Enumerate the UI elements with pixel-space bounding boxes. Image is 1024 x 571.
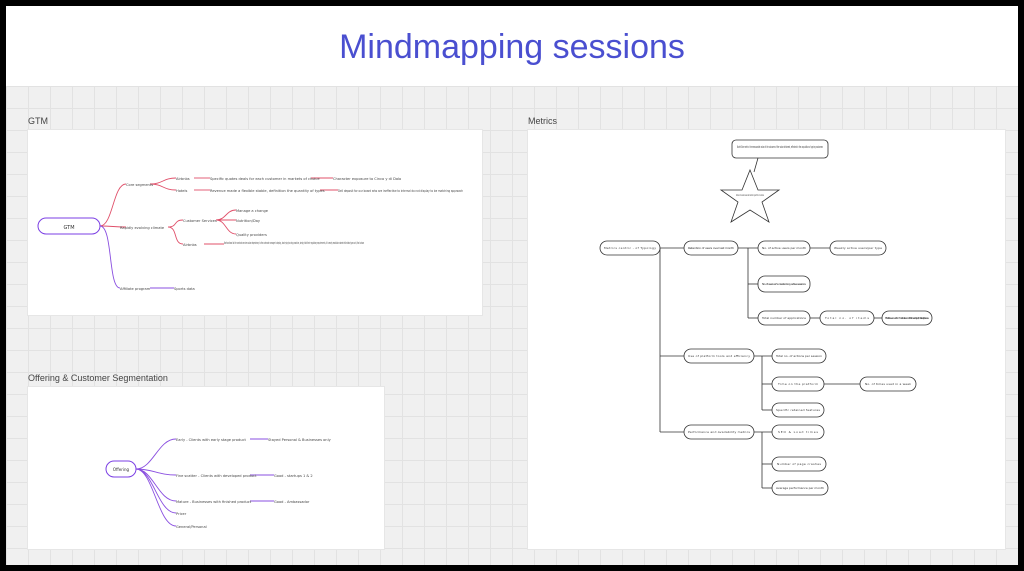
star-label: Number of successful weeks with authenti… xyxy=(736,193,764,197)
flow-node-label: Retention of users over last month xyxy=(688,246,734,250)
flow-node-label: No. of users who created any active sess… xyxy=(762,282,806,286)
connector xyxy=(99,225,127,228)
node-label: Customer Services xyxy=(183,219,217,223)
connector xyxy=(215,219,237,235)
root-node[interactable] xyxy=(105,460,137,478)
node-label: Mature - Businesses with finished produc… xyxy=(176,500,252,504)
flow-node-label: Total no. of actions per session xyxy=(775,354,822,358)
flow-node[interactable] xyxy=(683,424,755,440)
node-label: Airbnbs xyxy=(183,243,197,247)
flow-node-label: Total number of applications xyxy=(761,316,806,320)
frame-label-gtm[interactable]: GTM xyxy=(28,116,48,126)
offering-mindmap: Offering Early - Clients with early stag… xyxy=(105,438,332,529)
gtm-mindmap: GTM Core segments Rapidly evolving clima… xyxy=(37,177,463,291)
metrics-frame[interactable]: North Star metric: the measurable value … xyxy=(528,130,1005,549)
flow-node-label: Weekly active users/per type xyxy=(834,246,882,250)
node-label: Fine scatter - Clients with developed pr… xyxy=(176,474,257,478)
flow-node[interactable] xyxy=(771,424,825,440)
flow-node-label: Average performance per month xyxy=(776,486,824,490)
flow-node-label: Use of platform tools and efficiency xyxy=(688,354,750,358)
callout-label: North Star metric: the measurable value … xyxy=(737,145,823,149)
flow-node[interactable] xyxy=(757,240,811,256)
flow-node[interactable] xyxy=(757,310,811,326)
connector xyxy=(167,226,184,245)
page-title: Mindmapping sessions xyxy=(339,28,685,66)
node-label: Good - startups 1 & 2 xyxy=(274,474,313,478)
flow-node[interactable] xyxy=(771,480,829,496)
flow-node-label: Total no. of items xyxy=(824,316,869,320)
flow-node[interactable] xyxy=(829,240,887,256)
flow-node[interactable] xyxy=(819,310,875,326)
flow-node[interactable] xyxy=(771,348,827,364)
node-label: Core segments xyxy=(126,183,153,187)
node-label: Rapidly evolving climate xyxy=(120,226,165,230)
node-label: Stayed Personal & Businesses only xyxy=(268,438,332,442)
flow-node[interactable] xyxy=(771,456,827,472)
whiteboard-canvas[interactable]: GTM xyxy=(6,86,1018,565)
node-label: Pricer xyxy=(176,512,187,516)
callout-pointer xyxy=(753,157,759,173)
connector xyxy=(99,225,121,289)
connector xyxy=(167,219,184,228)
node-label: Dell deposit for our board who are ineff… xyxy=(338,189,463,193)
node-label: Revenue made a flexible stable, definiti… xyxy=(210,189,325,193)
connector xyxy=(149,183,177,191)
north-star-callout[interactable] xyxy=(731,139,829,159)
connector xyxy=(99,183,127,227)
node-label: Quality providers xyxy=(236,233,267,237)
flow-node[interactable] xyxy=(859,376,917,392)
node-label: Sports data xyxy=(174,287,195,291)
root-node[interactable] xyxy=(37,217,101,235)
flow-node-label: No. of times used in a week xyxy=(865,382,911,386)
flow-node[interactable] xyxy=(757,275,811,293)
flow-node-label: SEO & Load times xyxy=(778,430,818,434)
node-label: General/Personal xyxy=(176,525,207,529)
flow-node-label: Performance and Availability metrics xyxy=(688,430,750,434)
flow-node-label: Number of page crashes xyxy=(777,462,821,466)
header-bar: Mindmapping sessions xyxy=(6,6,1018,86)
node-label: Airbnbs xyxy=(176,177,190,181)
connector xyxy=(215,209,237,221)
connector xyxy=(135,468,177,527)
node-label: Nutrition/Day xyxy=(236,219,261,223)
metrics-flowchart: North Star metric: the measurable value … xyxy=(599,139,933,496)
frame-label-offering[interactable]: Offering & Customer Segmentation xyxy=(28,373,168,383)
node-label: Hotels xyxy=(176,189,188,193)
node-label: Good - Ambassador xyxy=(274,500,310,504)
node-label: Character exposure to Cinco y di Dalo xyxy=(333,177,401,181)
node-label: Nonfunctional to the contract services v… xyxy=(224,241,364,245)
node-label: Affiliate program xyxy=(120,287,151,291)
gtm-frame[interactable]: GTM Core segments Rapidly evolving clima… xyxy=(28,130,482,315)
node-label: Early - Clients with early stage product xyxy=(176,438,247,442)
connector xyxy=(135,468,177,514)
flow-node[interactable] xyxy=(771,402,825,418)
root-node-label: GTM xyxy=(63,225,74,231)
screenshot-frame: Mindmapping sessions GTM xyxy=(6,6,1018,565)
flow-node-label: Total Revenue from Website and Partnersh… xyxy=(884,316,929,320)
node-label: Specific quotes deals for each customer … xyxy=(210,177,320,181)
flow-node[interactable] xyxy=(683,348,755,364)
root-node-label: Offering xyxy=(113,467,130,472)
offering-frame[interactable]: Offering Early - Clients with early stag… xyxy=(28,387,384,549)
node-label: Manage a change xyxy=(236,209,269,213)
flow-node-label: No. of active users per month xyxy=(762,246,806,250)
connector xyxy=(149,177,177,185)
flow-node[interactable] xyxy=(683,240,739,256)
flow-node[interactable] xyxy=(881,310,933,326)
flow-node[interactable] xyxy=(771,376,825,392)
north-star-shape[interactable] xyxy=(719,168,781,223)
flow-node-label: Metrics centric - of Typology xyxy=(604,246,656,250)
frame-label-metrics[interactable]: Metrics xyxy=(528,116,557,126)
connector xyxy=(135,438,177,470)
flow-node[interactable] xyxy=(599,240,661,256)
connector xyxy=(135,468,177,502)
flow-node-label: Time on the platform xyxy=(777,382,818,386)
flow-node-label: Specific retained features xyxy=(776,408,820,412)
